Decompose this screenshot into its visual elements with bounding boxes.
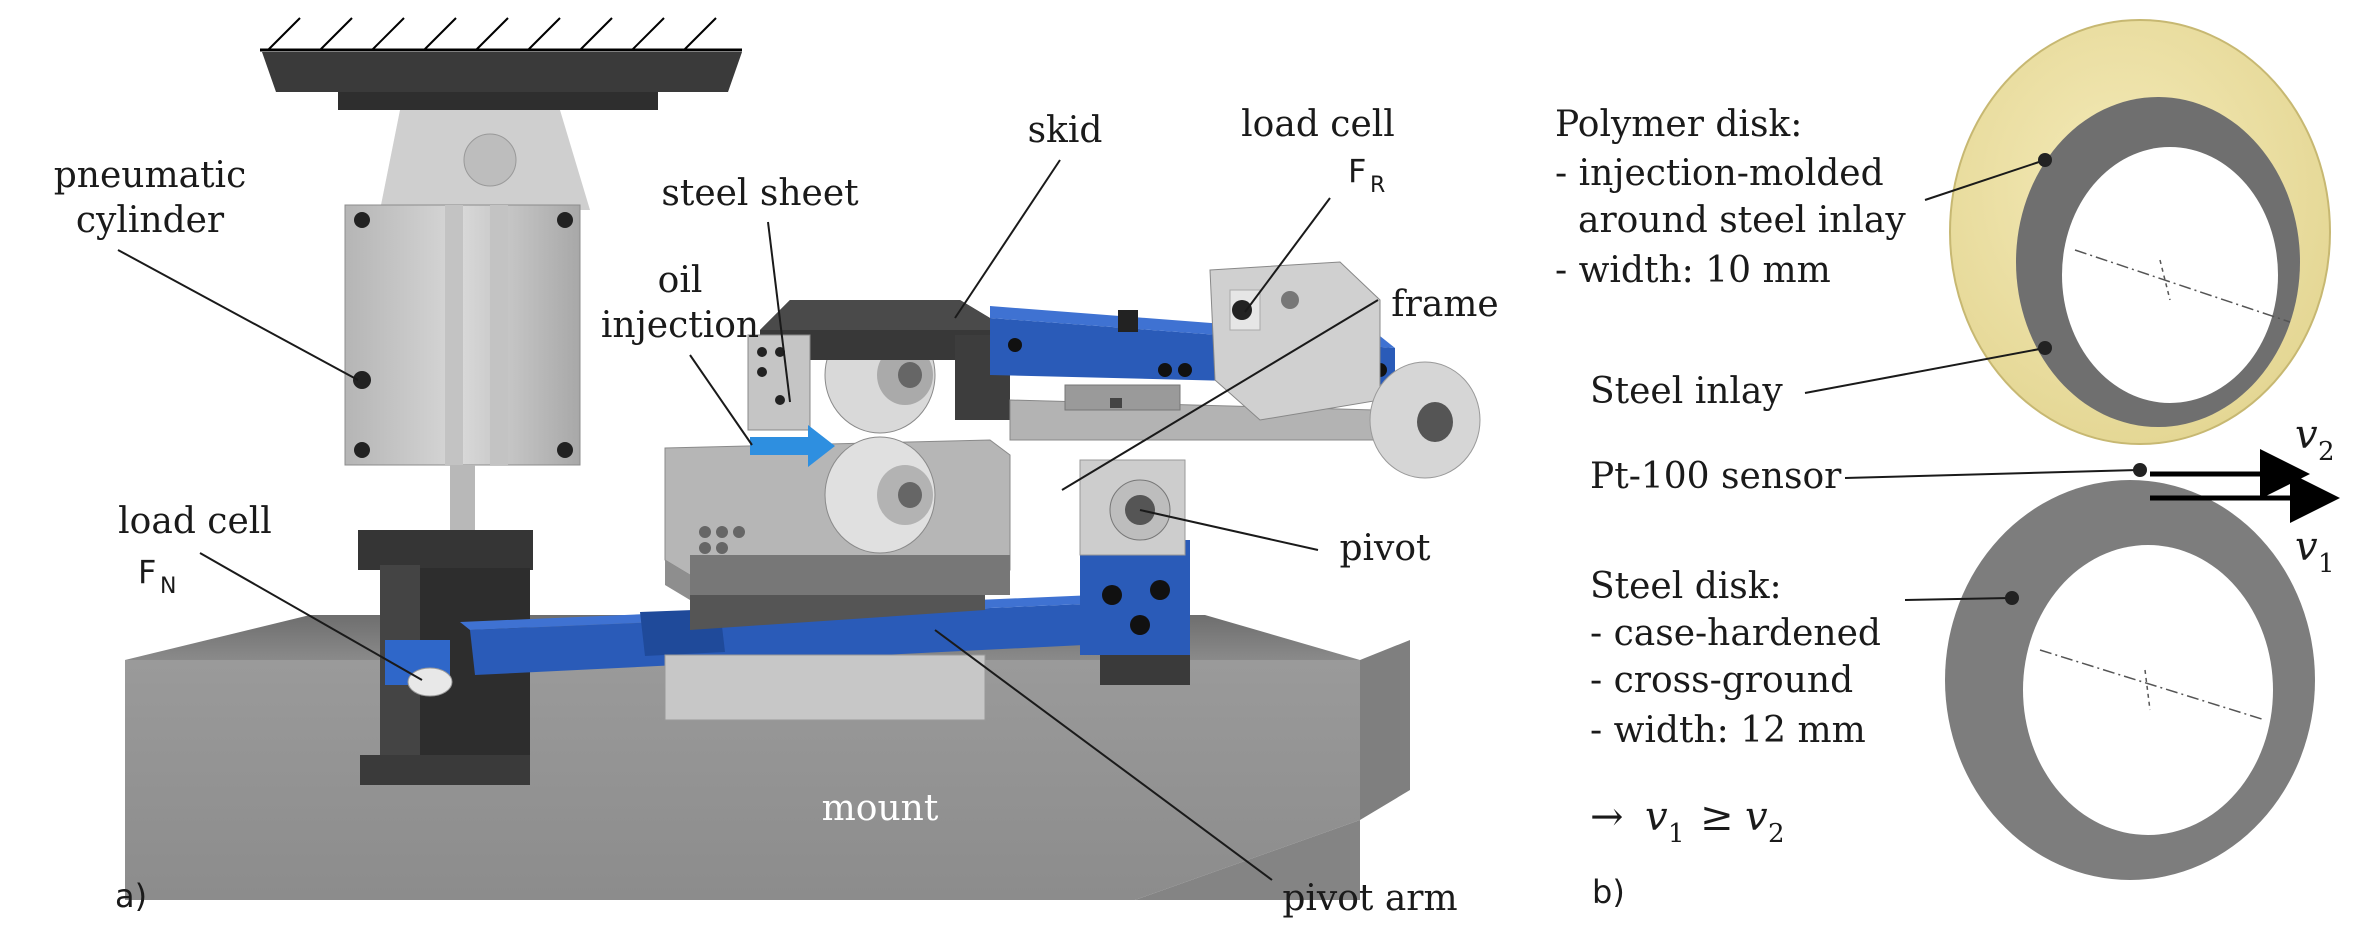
- panel-b: v 2 v 1 Polymer disk: - injection-molded…: [1555, 19, 2340, 911]
- label-injection: injection: [601, 305, 759, 346]
- label-v2-sub: 2: [2318, 437, 2335, 467]
- label-load-cell-n: load cell: [118, 501, 272, 542]
- label-load-cell-r: load cell: [1241, 104, 1395, 145]
- ceiling-plate: [262, 52, 742, 110]
- label-cylinder: cylinder: [76, 200, 225, 241]
- leader-polymer: [1924, 159, 2046, 201]
- label-steel-line3: - width: 12 mm: [1590, 710, 1866, 751]
- pivot-housing: [1080, 540, 1190, 685]
- label-oil: oil: [658, 260, 703, 301]
- label-sensor: Pt-100 sensor: [1590, 456, 1842, 497]
- leader-frame: [1061, 299, 1379, 491]
- label-steel-title: Steel disk:: [1590, 566, 1782, 607]
- label-pneumatic: pneumatic: [54, 155, 246, 196]
- label-polymer-line1: - injection-molded: [1555, 153, 1884, 194]
- label-polymer-line3: - width: 10 mm: [1555, 250, 1831, 291]
- leader-pneumatic-cylinder: [117, 249, 359, 381]
- label-steel-sheet: steel sheet: [661, 173, 859, 214]
- label-pivot-arm: pivot arm: [1282, 878, 1457, 919]
- ceiling-hatch: [260, 17, 742, 52]
- label-fn: F: [138, 553, 156, 591]
- pivot-plate: [1079, 459, 1186, 556]
- inlay-dot: [2038, 341, 2052, 355]
- relation-lhs: v: [1645, 794, 1668, 840]
- oil-injection-arrow: [750, 425, 835, 467]
- relation-lhs-sub: 1: [1668, 819, 1685, 849]
- panel-a: mount: [54, 17, 1499, 919]
- steel-sheet: [747, 334, 811, 431]
- label-polymer-title: Polymer disk:: [1555, 104, 1802, 145]
- leader-steel-sheet: [767, 221, 791, 403]
- mount-label: mount: [822, 788, 939, 829]
- panel-a-marker: a): [115, 877, 147, 915]
- roller-wheel: [1369, 361, 1481, 479]
- label-steel-inlay: Steel inlay: [1590, 371, 1783, 412]
- leader-skid: [954, 159, 1061, 319]
- polymer-disk: [1949, 19, 2331, 445]
- leader-load-cell-r: [1244, 197, 1331, 313]
- label-pivot: pivot: [1339, 528, 1431, 569]
- load-cell-r: [1209, 261, 1381, 421]
- label-fn-sub: N: [160, 574, 176, 599]
- frame-rail: [1009, 384, 1451, 441]
- disk-lower: [824, 436, 936, 554]
- label-v1: v: [2295, 524, 2318, 570]
- sensor-dot: [2133, 463, 2147, 477]
- relation-rhs: v: [1745, 794, 1768, 840]
- label-polymer-line2: around steel inlay: [1578, 200, 1906, 241]
- label-frame: frame: [1391, 284, 1498, 325]
- leader-pivot: [1139, 509, 1319, 551]
- polymer-dot: [2038, 153, 2052, 167]
- leader-steel-disk: [1904, 597, 2011, 601]
- label-steel-line2: - cross-ground: [1590, 660, 1853, 701]
- label-fr-sub: R: [1370, 173, 1385, 198]
- relation-op: ≥: [1700, 794, 1734, 840]
- leader-steel-inlay: [1804, 347, 2046, 394]
- relation-arrow: →: [1590, 794, 1624, 840]
- leader-pivot-arm: [934, 629, 1273, 881]
- relation-rhs-sub: 2: [1768, 819, 1785, 849]
- velocity-relation: → v 1 ≥ v 2: [1590, 794, 1785, 849]
- leader-load-cell-n: [199, 552, 423, 681]
- leader-sensor: [1844, 469, 2139, 479]
- label-skid: skid: [1028, 110, 1103, 151]
- label-fr: F: [1348, 152, 1366, 190]
- pneumatic-cylinder: [344, 110, 590, 535]
- label-v1-sub: 1: [2318, 549, 2335, 579]
- label-steel-line1: - case-hardened: [1590, 613, 1881, 654]
- label-v2: v: [2295, 412, 2318, 458]
- panel-b-marker: b): [1592, 873, 1625, 911]
- steel-disk: [1945, 480, 2315, 880]
- steel-dot: [2005, 591, 2019, 605]
- leader-oil-injection: [689, 354, 753, 446]
